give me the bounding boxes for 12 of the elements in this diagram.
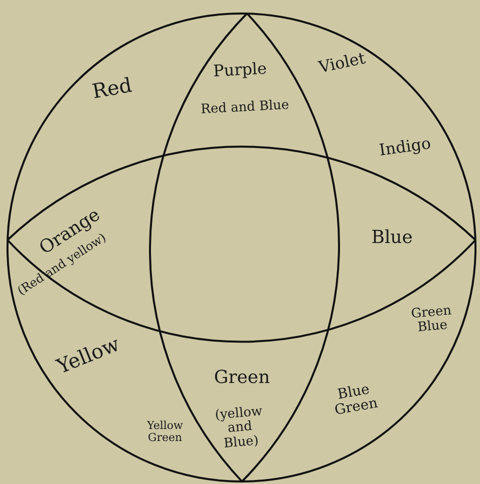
color-name-label: Indigo xyxy=(376,132,433,162)
color-name-label: Red xyxy=(89,72,135,106)
color-name-label: Violet xyxy=(316,47,368,79)
color-name-label: Blue Green xyxy=(332,380,380,420)
color-name-label: (yellow and Blue) xyxy=(213,404,264,452)
color-name-label: Green Blue xyxy=(410,303,454,336)
color-name-label: Yellow Green xyxy=(146,420,184,444)
color-name-label: Red and Blue xyxy=(199,98,290,118)
color-name-label: Yellow xyxy=(52,330,124,380)
color-name-label: Green xyxy=(213,368,271,388)
color-name-label: Purple xyxy=(212,58,268,81)
color-name-label: Blue xyxy=(370,228,414,248)
